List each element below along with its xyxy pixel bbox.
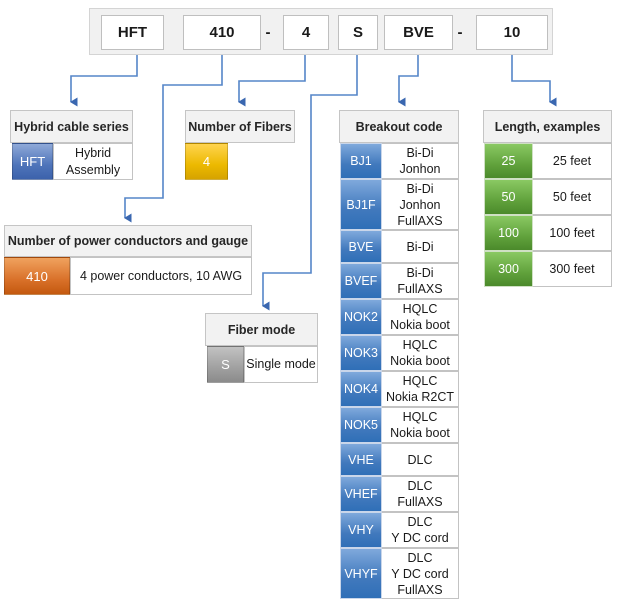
length-desc: 100 feet	[533, 215, 612, 251]
breakout-desc: DLC Y DC cord FullAXS	[382, 548, 459, 599]
breakout-code: BVEF	[340, 263, 382, 299]
fiber-mode-group-title: Fiber mode	[205, 313, 318, 346]
breakout-desc: DLC FullAXS	[382, 476, 459, 512]
fibers-code-chip: 4	[185, 143, 228, 180]
part-segment-mode: S	[338, 15, 378, 50]
breakout-code: VHEF	[340, 476, 382, 512]
length-desc: 25 feet	[533, 143, 612, 179]
fibers-group-title: Number of Fibers	[185, 110, 295, 143]
breakout-desc: HQLC Nokia boot	[382, 335, 459, 371]
breakout-code: BJ1F	[340, 179, 382, 230]
breakout-desc: Bi-Di	[382, 230, 459, 263]
length-code: 25	[484, 143, 533, 179]
breakout-code: VHYF	[340, 548, 382, 599]
part-segment-breakout: BVE	[384, 15, 453, 50]
breakout-code: NOK4	[340, 371, 382, 407]
breakout-code: NOK5	[340, 407, 382, 443]
breakout-desc: HQLC Nokia boot	[382, 299, 459, 335]
fiber-mode-code-chip: S	[207, 346, 244, 383]
breakout-code: VHE	[340, 443, 382, 476]
part-code-strip: HFT 410 - 4 S BVE - 10	[89, 8, 553, 55]
breakout-code: NOK2	[340, 299, 382, 335]
connector-hft-to-series	[70, 55, 138, 107]
breakout-desc: DLC	[382, 443, 459, 476]
part-segment-fibers: 4	[283, 15, 329, 50]
breakout-code: BVE	[340, 230, 382, 263]
connector-10-to-length	[511, 55, 557, 107]
fiber-mode-desc: Single mode	[244, 346, 318, 383]
breakout-group-title: Breakout code	[339, 110, 459, 143]
length-desc: 50 feet	[533, 179, 612, 215]
length-code: 100	[484, 215, 533, 251]
connector-4-to-fibers	[238, 55, 306, 107]
breakout-code: BJ1	[340, 143, 382, 179]
power-desc: 4 power conductors, 10 AWG	[70, 257, 252, 295]
breakout-code: VHY	[340, 512, 382, 548]
length-code: 50	[484, 179, 533, 215]
part-separator-1: -	[265, 24, 271, 41]
part-separator-2: -	[457, 24, 463, 41]
breakout-desc: HQLC Nokia R2CT	[382, 371, 459, 407]
series-code-chip: HFT	[12, 143, 53, 180]
breakout-desc: Bi-Di Jonhon FullAXS	[382, 179, 459, 230]
breakout-desc: HQLC Nokia boot	[382, 407, 459, 443]
breakout-desc: DLC Y DC cord	[382, 512, 459, 548]
connector-bve-to-breakout	[398, 55, 419, 107]
length-desc: 300 feet	[533, 251, 612, 287]
part-segment-length: 10	[476, 15, 548, 50]
part-segment-series: HFT	[101, 15, 164, 50]
series-desc: Hybrid Assembly	[53, 143, 133, 180]
series-group-title: Hybrid cable series	[10, 110, 133, 143]
length-group-title: Length, examples	[483, 110, 612, 143]
breakout-desc: Bi-Di Jonhon	[382, 143, 459, 179]
power-code-chip: 410	[4, 257, 70, 295]
length-code: 300	[484, 251, 533, 287]
breakout-code: NOK3	[340, 335, 382, 371]
breakout-desc: Bi-Di FullAXS	[382, 263, 459, 299]
part-segment-power: 410	[183, 15, 261, 50]
power-group-title: Number of power conductors and gauge	[4, 225, 252, 257]
